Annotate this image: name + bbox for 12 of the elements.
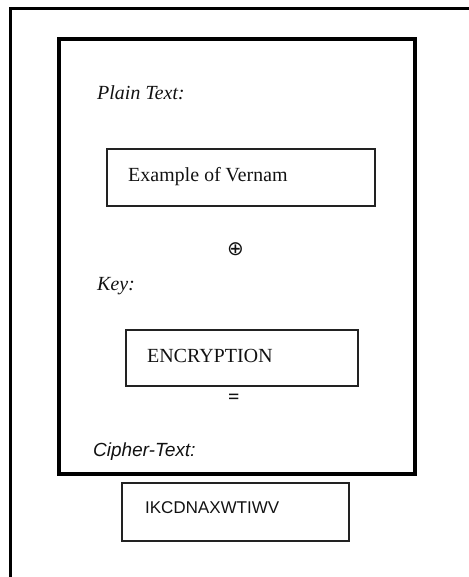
outer-box bbox=[57, 37, 417, 476]
box-text: ENCRYPTION bbox=[147, 345, 273, 368]
box-text: Example of Vernam bbox=[128, 164, 288, 187]
text-box bbox=[106, 148, 376, 207]
section-label: Key: bbox=[97, 273, 135, 296]
section-label: Cipher-Text: bbox=[93, 440, 196, 462]
box-text: IKCDNAXWTIWV bbox=[145, 498, 280, 518]
xor-symbol: ⊕ bbox=[227, 236, 244, 260]
section-label: Plain Text: bbox=[97, 82, 185, 105]
equals-sign: = bbox=[228, 386, 240, 409]
text-box bbox=[121, 482, 350, 542]
text-box bbox=[125, 329, 359, 387]
